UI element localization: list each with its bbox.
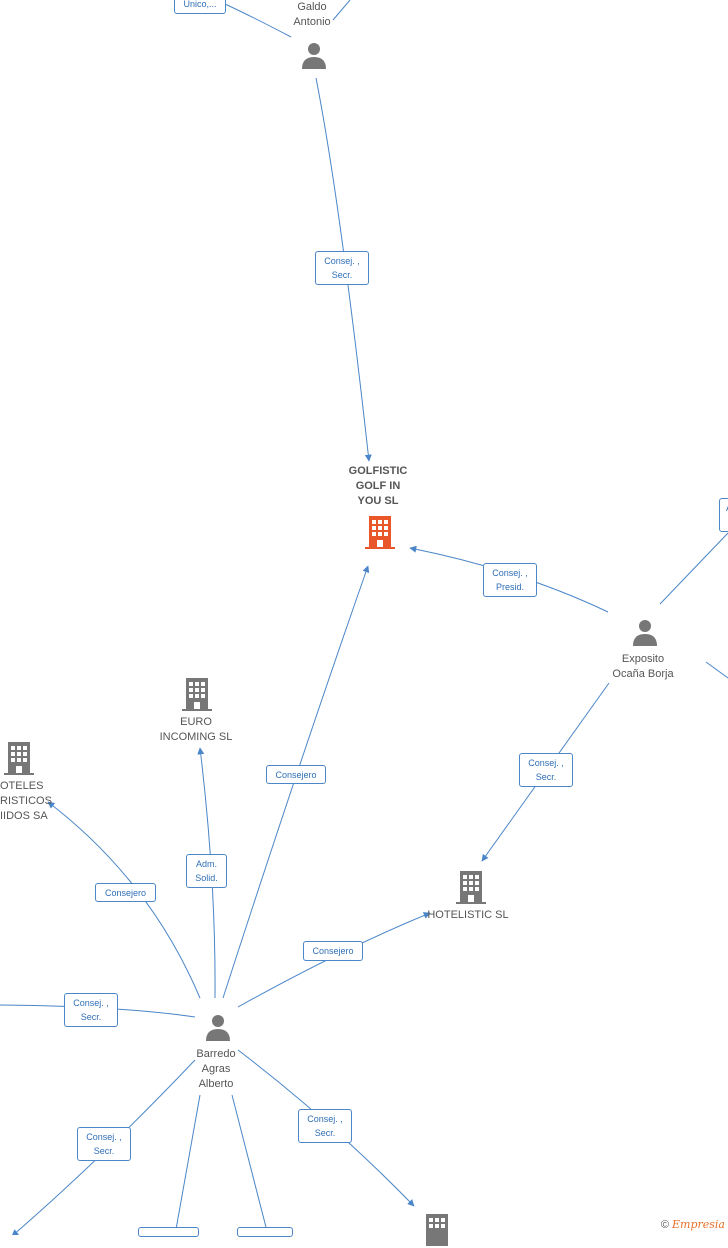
edge-label-right-top[interactable]: A I xyxy=(719,498,728,532)
node-label-barredo[interactable]: Barredo Agras Alberto xyxy=(196,1048,236,1090)
node-label-euro[interactable]: EURO INCOMING SL xyxy=(159,716,233,743)
node-label-hoteles[interactable]: OTELES RISTICOS IIDOS SA xyxy=(0,780,52,822)
person-icon-exposito[interactable] xyxy=(630,617,660,647)
node-label-exposito[interactable]: Exposito Ocaña Borja xyxy=(612,653,674,680)
edge-label-barredo-bottomleft[interactable]: Consej. , Secr. xyxy=(77,1127,131,1161)
edge-label-barredo-hoteles[interactable]: Consejero xyxy=(95,883,156,902)
building-icon-euro[interactable] xyxy=(180,676,214,712)
building-icon-bottom[interactable] xyxy=(420,1212,454,1248)
edge-label-barredo-left[interactable]: Consej. , Secr. xyxy=(64,993,118,1027)
edge-label-galdo-golfistic[interactable]: Consej. , Secr. xyxy=(315,251,369,285)
building-icon-golfistic[interactable] xyxy=(363,514,397,550)
edge-label-barredo-hotelistic[interactable]: Consejero xyxy=(303,941,363,961)
footer-brand[interactable]: © Empresia xyxy=(661,1218,725,1231)
edge-label-barredo-golfistic[interactable]: Consejero xyxy=(266,765,326,784)
building-icon-hotelistic[interactable] xyxy=(454,869,488,905)
person-icon-galdo[interactable] xyxy=(299,40,329,70)
edge-label-barredo-euro[interactable]: Adm. Solid. xyxy=(186,854,227,888)
edge-barredo-bottom1 xyxy=(174,1094,201,1235)
edge-barredo-bottom2 xyxy=(231,1094,269,1235)
edge-galdo-golfistic xyxy=(315,77,372,462)
node-label-galdo[interactable]: Galdo Antonio xyxy=(293,1,331,28)
edge-label-barredo-bottom1[interactable] xyxy=(138,1227,199,1237)
edge-top-right xyxy=(332,0,351,21)
edge-exposito-right xyxy=(705,661,728,679)
edge-exposito-right-top xyxy=(659,532,728,605)
brand-name: Empresia xyxy=(672,1218,725,1231)
edge-label-exposito-hotelistic[interactable]: Consej. , Secr. xyxy=(519,753,573,787)
copyright-icon: © xyxy=(660,1219,669,1231)
node-label-golfistic[interactable]: GOLFISTIC GOLF IN YOU SL xyxy=(348,465,408,507)
edge-label-barredo-bottomright[interactable]: Consej. , Secr. xyxy=(298,1109,352,1143)
edge-top-left xyxy=(224,3,292,38)
edge-label-exposito-golfistic[interactable]: Consej. , Presid. xyxy=(483,563,537,597)
edge-label-barredo-bottom2[interactable] xyxy=(237,1227,293,1237)
building-icon-hoteles[interactable] xyxy=(2,740,36,776)
node-label-hotelistic[interactable]: HOTELISTIC SL xyxy=(427,909,509,921)
person-icon-barredo[interactable] xyxy=(203,1012,233,1042)
edge-label-top-left[interactable]: Unico,... xyxy=(174,0,226,14)
